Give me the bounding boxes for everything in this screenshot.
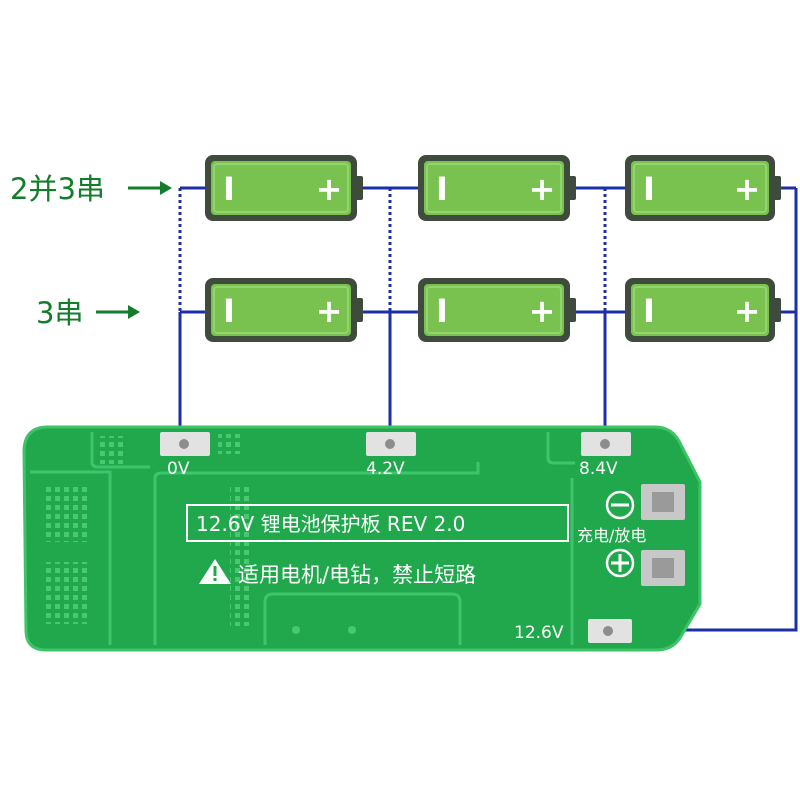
battery-fill (424, 284, 564, 336)
via-grid (44, 562, 90, 624)
via-grid (98, 436, 126, 464)
warning-text: 适用电机/电钻，禁止短路 (238, 563, 476, 587)
battery-positive-mark: + (734, 292, 761, 330)
battery-positive-mark: + (316, 292, 343, 330)
battery-highlight (426, 286, 562, 334)
board-trace (546, 432, 575, 465)
battery-negative-mark: I (643, 292, 655, 330)
battery-negative-mark: I (223, 170, 235, 208)
battery-cell: I + (418, 155, 576, 221)
battery-cell: I + (205, 278, 363, 342)
output-terminal-positive (641, 550, 685, 586)
battery-highlight (213, 286, 349, 334)
battery-positive-mark: + (529, 170, 556, 208)
warning-icon (199, 559, 231, 584)
arrow-right-icon (128, 181, 172, 195)
battery-cell: I + (625, 278, 781, 342)
battery-fill (424, 161, 564, 215)
terminal-inner (652, 492, 674, 512)
parallel-links (178, 188, 607, 312)
pad-label-8v4: 8.4V (579, 459, 618, 479)
plus-icon (605, 548, 635, 578)
battery-cell: I + (625, 155, 781, 221)
pad-label-12v6: 12.6V (514, 623, 564, 643)
pad-hole (385, 439, 395, 449)
battery-fill (631, 284, 769, 336)
battery-highlight (213, 163, 349, 213)
battery-highlight (633, 286, 767, 334)
battery-highlight (426, 163, 562, 213)
pad-0v (160, 432, 210, 456)
via-grid (44, 484, 90, 542)
battery-positive-mark: + (734, 170, 761, 208)
battery-cell: I + (205, 155, 363, 221)
pad-8v4 (581, 432, 631, 456)
via (348, 626, 356, 634)
battery-fill (211, 161, 351, 215)
output-terminal-negative (641, 484, 685, 520)
pad-hole (179, 439, 189, 449)
battery-fill (211, 284, 351, 336)
via (292, 626, 300, 634)
battery-terminal (568, 298, 576, 322)
board-outline (22, 425, 702, 652)
battery-negative-mark: I (223, 292, 235, 330)
board-trace (90, 432, 150, 469)
battery-cell: I + (418, 278, 576, 342)
label-parallel-series: 2并3串 (10, 172, 105, 206)
protection-board: 0V 4.2V 8.4V 12.6V 充电/放电 12.6V 锂电池保护板 RE… (22, 425, 702, 652)
pad-hole (600, 439, 610, 449)
pad-hole (603, 626, 613, 636)
pad-label-0v: 0V (167, 459, 190, 479)
battery-positive-mark: + (529, 292, 556, 330)
label-series: 3串 (36, 296, 83, 330)
battery-terminal (355, 176, 363, 200)
board-trace (153, 462, 480, 645)
title-box (186, 504, 569, 542)
via-grid (230, 484, 250, 626)
terminal-inner (652, 558, 674, 578)
battery-fill (631, 161, 769, 215)
arrow-right-icon (96, 305, 140, 319)
battery-highlight (633, 163, 767, 213)
battery-terminal (773, 176, 781, 200)
battery-positive-mark: + (316, 170, 343, 208)
battery-terminal (355, 298, 363, 322)
battery-terminal (773, 298, 781, 322)
pad-label-4v2: 4.2V (366, 459, 405, 479)
charge-discharge-label: 充电/放电 (577, 526, 646, 545)
battery-terminal (568, 176, 576, 200)
board-trace (30, 470, 112, 645)
battery-negative-mark: I (643, 170, 655, 208)
board-trace (263, 592, 462, 645)
pad-12v6 (588, 619, 632, 643)
via-grid (218, 434, 240, 454)
pad-4v2 (366, 432, 416, 456)
minus-icon (605, 490, 635, 520)
board-title: 12.6V 锂电池保护板 REV 2.0 (196, 512, 465, 536)
battery-negative-mark: I (436, 292, 448, 330)
battery-negative-mark: I (436, 170, 448, 208)
